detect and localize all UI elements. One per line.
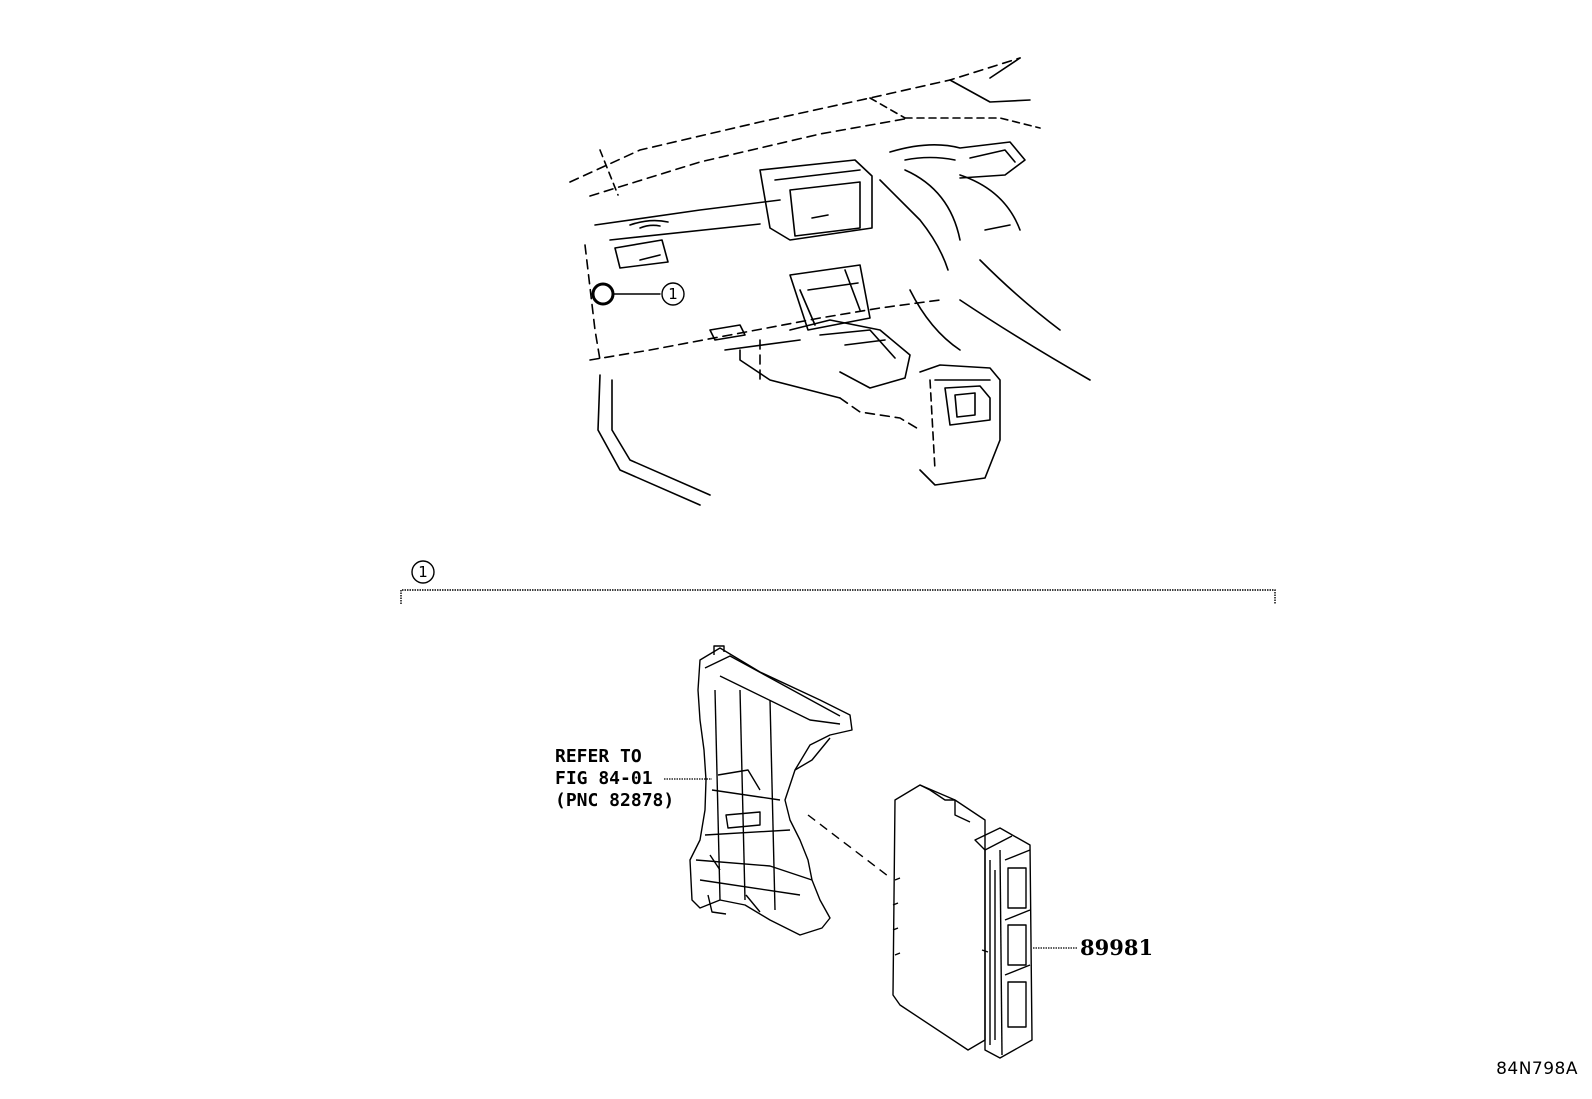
figure-code-label: 84N798A bbox=[1496, 1059, 1578, 1079]
mounting-alignment-line bbox=[807, 814, 889, 877]
reference-line-2: FIG 84-01 bbox=[555, 768, 653, 789]
part-number-label: 89981 bbox=[1080, 935, 1153, 960]
reference-line-1: REFER TO bbox=[555, 746, 642, 767]
mounting-bracket-drawing bbox=[689, 645, 853, 936]
reference-note: REFER TO FIG 84-01 (PNC 82878) bbox=[555, 746, 674, 811]
section-marker-label: 1 bbox=[418, 563, 428, 581]
reference-line-3: (PNC 82878) bbox=[555, 790, 674, 811]
dashboard-overview-drawing bbox=[569, 57, 1091, 506]
callout-marker-label: 1 bbox=[668, 285, 678, 303]
section-bracket bbox=[400, 560, 1276, 604]
control-module-drawing bbox=[892, 784, 1033, 1059]
